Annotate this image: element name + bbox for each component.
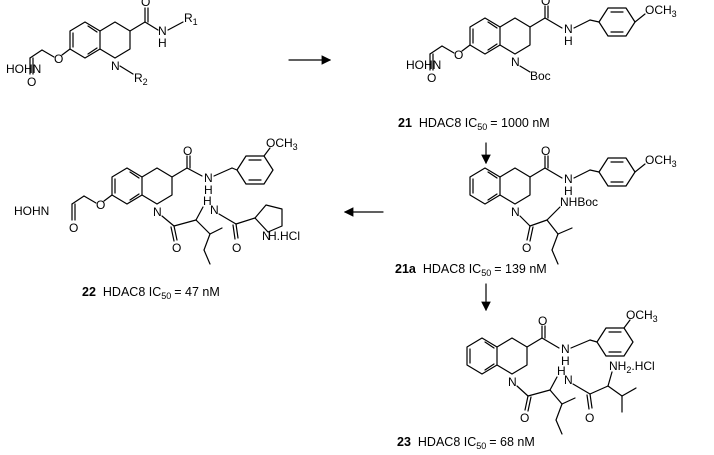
compound-21a-caption: 21a HDAC8 IC50= 139 nM	[395, 260, 547, 278]
och3-label: OCH3	[645, 153, 677, 169]
n-label: N	[111, 59, 120, 73]
n-label: N	[561, 342, 570, 356]
n-label: N	[511, 55, 520, 69]
o-label: O	[522, 241, 531, 255]
nh-label: H	[203, 194, 212, 208]
o-label: O	[541, 144, 550, 158]
nh-label: H	[557, 364, 566, 378]
compound-21-caption: 21 HDAC8 IC50= 1000 nM	[398, 114, 550, 132]
h-label: H	[564, 184, 573, 198]
hydroxamate-label: HOHN	[14, 204, 49, 218]
o-label: O	[538, 314, 547, 328]
o-label: O	[69, 221, 78, 235]
o-label: O	[183, 144, 192, 158]
och3-label: OCH3	[645, 3, 677, 19]
compound-23-structure: O N H OCH3 N O H N O NH2.HCl	[466, 308, 658, 435]
o-label: O	[585, 411, 594, 425]
o-label: O	[141, 0, 150, 9]
compound-22-caption: 22 HDAC8 IC50= 47 nM	[82, 283, 220, 301]
general-structure: O N H R1 N R2 O O HOHN	[6, 0, 198, 89]
h-label: H	[561, 354, 570, 368]
och3-label: OCH3	[266, 136, 298, 152]
n-label: N	[204, 171, 213, 185]
n-label: N	[158, 24, 167, 38]
h-label: H	[204, 183, 213, 197]
hcl-label: H.HCl	[268, 229, 300, 243]
och3-label: OCH3	[626, 308, 658, 324]
compound-21a-structure: O N H OCH3 N O NHBoc	[469, 144, 677, 265]
o-label: O	[96, 198, 105, 212]
h-label: H	[564, 34, 573, 48]
n-label: N	[210, 203, 219, 217]
o-label: O	[27, 75, 36, 89]
compound-21-structure: O N H OCH3 N Boc O O HOHN	[406, 0, 677, 85]
nh2-label: NH2.HCl	[609, 359, 655, 375]
o-label: O	[54, 52, 63, 66]
hydroxamate-label: HOHN	[406, 58, 441, 72]
r2-label: R2	[134, 71, 148, 87]
n-label: N	[508, 375, 517, 389]
compound-23-caption: 23 HDAC8 IC50= 68 nM	[397, 433, 535, 451]
o-label: O	[172, 241, 181, 255]
o-label: O	[427, 71, 436, 85]
o-label: O	[232, 241, 241, 255]
o-label: O	[520, 411, 529, 425]
hydroxamate-label: HOHN	[6, 62, 41, 76]
o-label: O	[541, 0, 550, 8]
n-label: N	[262, 229, 271, 243]
boc-label: Boc	[530, 69, 551, 83]
n-label: N	[564, 172, 573, 186]
r1-label: R1	[184, 11, 198, 27]
nhboc-label: NHBoc	[560, 195, 598, 209]
n-label: N	[564, 22, 573, 36]
h-label: H	[158, 36, 167, 50]
n-label: N	[153, 205, 162, 219]
n-label: N	[511, 205, 520, 219]
compound-22-structure: O N H OCH3 N O H N O N H.HCl	[14, 136, 300, 265]
n-label: N	[564, 373, 573, 387]
o-label: O	[454, 48, 463, 62]
